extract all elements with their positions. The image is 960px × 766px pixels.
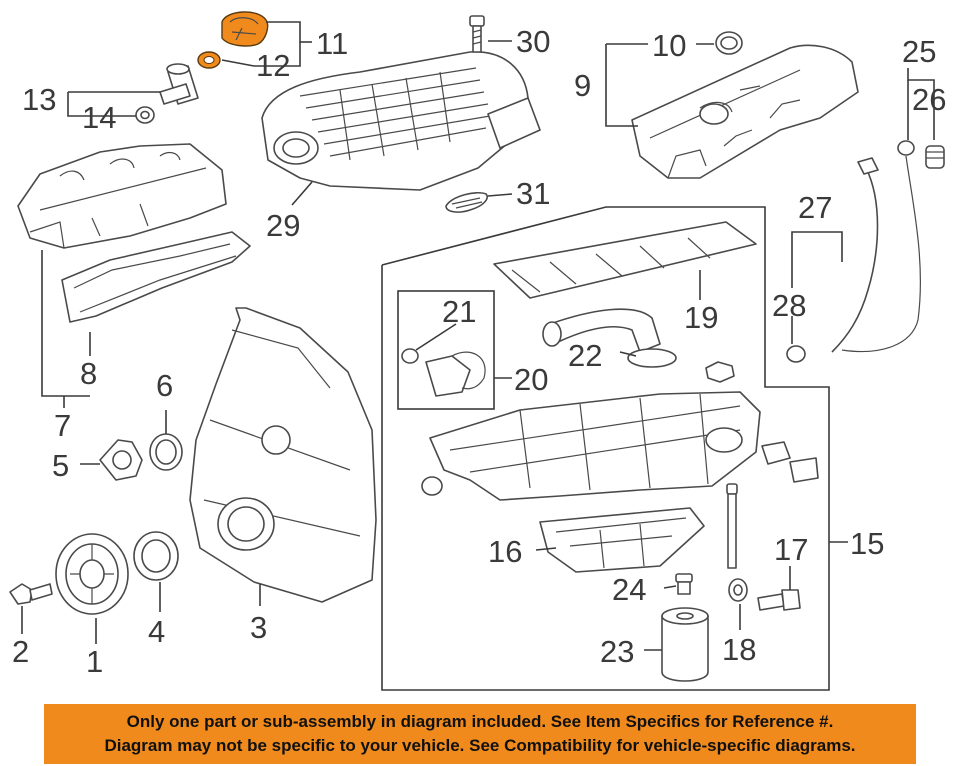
manifold-gasket-part: [445, 191, 488, 213]
valve-cover-left-part: [17, 143, 227, 249]
oil-pan-baffle-part: [493, 221, 757, 299]
callout-16: 16: [488, 534, 522, 569]
dipstick-part: [786, 157, 879, 363]
disclaimer-banner: Only one part or sub-assembly in diagram…: [44, 704, 916, 764]
cover-gasket-part: [149, 433, 183, 471]
callout-20: 20: [514, 362, 548, 397]
callout-19: 19: [684, 300, 718, 335]
leader-11: [266, 21, 301, 42]
callout-7: 7: [54, 408, 71, 443]
callout-26: 26: [912, 82, 946, 117]
callout-2: 2: [12, 634, 29, 669]
balancer-bolt-part: [9, 583, 53, 605]
callout-6: 6: [156, 368, 173, 403]
valve-cover-seal-part: [715, 31, 743, 55]
valve-cover-gasket-part: [61, 231, 251, 323]
dipstick-cap-part: [925, 145, 945, 169]
oil-filter-part: [661, 607, 709, 682]
callout-5: 5: [52, 448, 69, 483]
callout-22: 22: [568, 338, 602, 373]
sensor-subgroup-box: [397, 290, 495, 410]
disclaimer-line-1: Only one part or sub-assembly in diagram…: [126, 712, 834, 731]
leader-12: [254, 42, 301, 67]
callout-29: 29: [266, 208, 300, 243]
disclaimer-line-2: Diagram may not be specific to your vehi…: [104, 736, 856, 755]
callout-13: 13: [22, 82, 56, 117]
dipstick-seal-part: [897, 140, 915, 156]
intake-manifold-part: [261, 51, 541, 191]
oil-filler-cap-part: [221, 11, 269, 47]
callout-4: 4: [148, 614, 165, 649]
bolt-30-part: [469, 15, 485, 53]
oil-sensor-part: [401, 348, 486, 397]
callout-15: 15: [850, 526, 884, 561]
callout-12: 12: [256, 48, 290, 83]
callout-3: 3: [250, 610, 267, 645]
callout-9: 9: [574, 68, 591, 103]
callout-1: 1: [86, 644, 103, 679]
callout-21: 21: [442, 294, 476, 329]
oil-fill-tube-part: [159, 63, 199, 105]
callout-25: 25: [902, 34, 936, 69]
crankshaft-seal-part: [133, 531, 179, 581]
callout-8: 8: [80, 356, 97, 391]
callout-31: 31: [516, 176, 550, 211]
callout-28: 28: [772, 288, 806, 323]
lower-oil-pan-part: [539, 507, 705, 573]
timing-cover-part: [189, 307, 377, 603]
callout-30: 30: [516, 24, 550, 59]
oil-filter-adapter-part: [675, 573, 693, 595]
callout-18: 18: [722, 632, 756, 667]
oil-filler-seal-part: [197, 51, 221, 69]
oil-pan-group-box: [381, 206, 830, 691]
callout-23: 23: [600, 634, 634, 669]
callout-11: 11: [316, 26, 348, 61]
pan-tube-part: [726, 483, 738, 569]
oil-pickup-tube-part: [542, 308, 677, 368]
valve-cover-right-part: [631, 44, 859, 179]
callout-27: 27: [798, 190, 832, 225]
harmonic-balancer-part: [55, 533, 129, 615]
callout-17: 17: [774, 532, 808, 567]
nut-part: [705, 361, 735, 383]
callout-14: 14: [82, 100, 116, 135]
drain-plug-washer-part: [728, 578, 748, 602]
drain-plug-part: [757, 589, 801, 611]
callout-10: 10: [652, 28, 686, 63]
oil-pan-part: [421, 391, 819, 501]
cover-plate-part: [99, 439, 143, 481]
oil-fill-seal-part: [135, 106, 155, 124]
callout-24: 24: [612, 572, 646, 607]
